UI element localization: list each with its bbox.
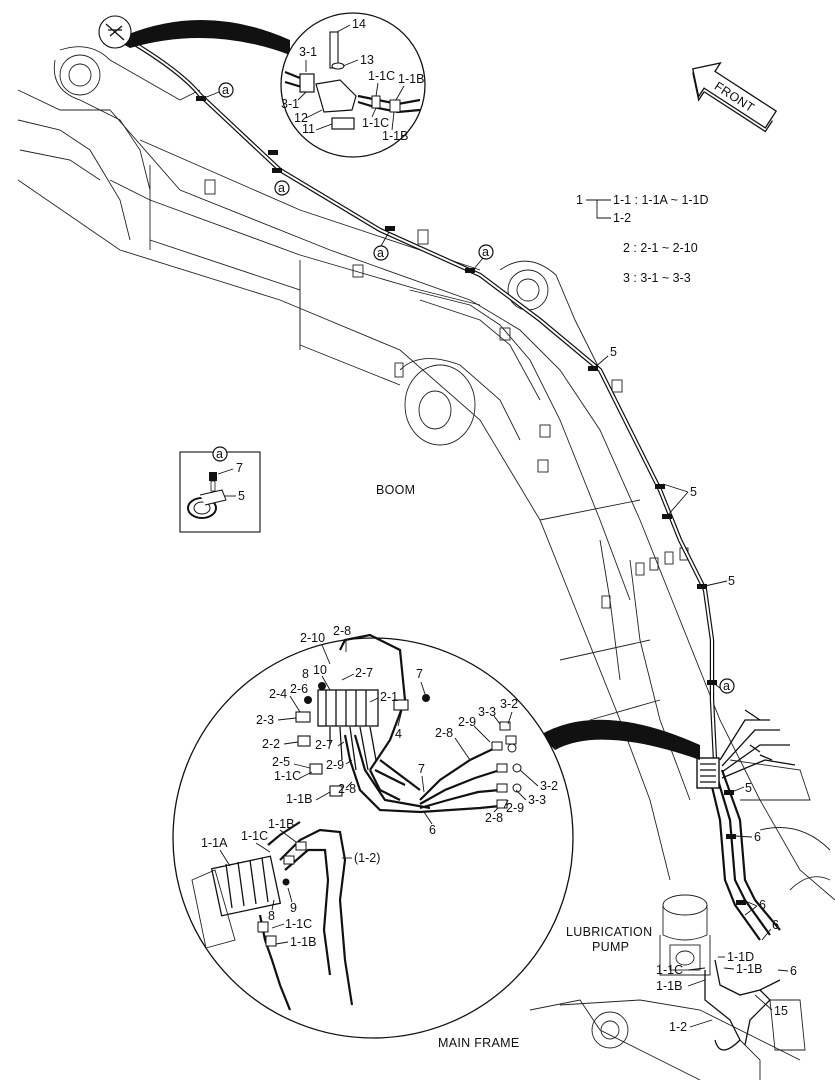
callout-label: 3-2	[500, 697, 518, 711]
callout-label: 2-9	[458, 715, 476, 729]
main-frame-label: MAIN FRAME	[438, 1036, 519, 1050]
callout-label: 1-1B	[398, 72, 424, 86]
callout-label: 7	[416, 667, 423, 681]
callout-label: PUMP	[592, 940, 629, 954]
parts-legend: 1 1-1 : 1-1A ~ 1-1D 1-2 2 : 2-1 ~ 2-10 3…	[576, 193, 709, 285]
callout-label: 3-2	[540, 779, 558, 793]
callout-label: 2-2	[262, 737, 280, 751]
callout-label: 1-1 : 1-1A ~ 1-1D	[613, 193, 709, 207]
callout-label: 1	[576, 193, 583, 207]
callout-label: 13	[360, 53, 374, 67]
callout-label: 5	[728, 574, 735, 588]
callout-label: 2 : 2-1 ~ 2-10	[623, 241, 698, 255]
callout-label: 2-7	[315, 738, 333, 752]
callout-label: 1-1C	[241, 829, 268, 843]
callout-label: 1-1B	[290, 935, 316, 949]
boom-detail-a-markers: a a a a a	[203, 82, 735, 694]
callout-label: 2-8	[435, 726, 453, 740]
callout-label: a	[216, 447, 223, 461]
callout-label: 8	[302, 667, 309, 681]
top-detail-view: 14 13 3-1 3-1 12 11 1-1C 1-1B 1-1C 1-1B	[98, 12, 426, 158]
callout-label: 2-4	[269, 687, 287, 701]
callout-label: 3-1	[281, 97, 299, 111]
boom-callouts: 5 5 5 5 6 6 6 6	[593, 345, 797, 978]
callout-label: 1-1B	[382, 129, 408, 143]
boom-label: BOOM	[376, 483, 415, 497]
callout-label: 2-6	[290, 682, 308, 696]
callout-label: 1-1C	[656, 963, 683, 977]
callout-label: 1-1B	[268, 817, 294, 831]
callout-label: 2-3	[256, 713, 274, 727]
callout-label: 1-1C	[362, 116, 389, 130]
callout-label: 7	[236, 461, 243, 475]
distribution-block	[696, 757, 720, 789]
callout-label: 1-1C	[274, 769, 301, 783]
callout-label: 2-9	[506, 801, 524, 815]
front-arrow: FRONT	[691, 62, 778, 133]
callout-label: 5	[745, 781, 752, 795]
callout-label: 2-9	[326, 758, 344, 772]
callout-label: LUBRICATION	[566, 925, 652, 939]
callout-label: 5	[238, 489, 245, 503]
callout-label: 5	[690, 485, 697, 499]
callout-label: 2-10	[300, 631, 325, 645]
callout-label: 5	[610, 345, 617, 359]
callout-label: 2-1	[380, 690, 398, 704]
callout-label: (1-2)	[354, 851, 380, 865]
callout-label: 2-7	[355, 666, 373, 680]
callout-label: 1-1D	[727, 950, 754, 964]
callout-label: a	[377, 246, 384, 260]
callout-label: 3-3	[528, 793, 546, 807]
callout-label: 6	[429, 823, 436, 837]
callout-label: 1-1C	[368, 69, 395, 83]
callout-label: 6	[759, 898, 766, 912]
callout-label: 3-3	[478, 705, 496, 719]
callout-label: 1-1B	[286, 792, 312, 806]
callout-label: a	[723, 679, 730, 693]
callout-label: a	[482, 245, 489, 259]
callout-label: 2-8	[338, 782, 356, 796]
callout-label: 8	[268, 909, 275, 923]
pump-callouts: LUBRICATION PUMP 1-1D 1-1C 1-1B 1-1B 15 …	[566, 925, 788, 1034]
callout-label: 12	[294, 111, 308, 125]
callout-label: 1-1A	[201, 836, 228, 850]
callout-label: 6	[790, 964, 797, 978]
callout-label: 1-2	[613, 211, 631, 225]
callout-label: a	[222, 83, 229, 97]
callout-label: 2-5	[272, 755, 290, 769]
callout-label: 14	[352, 17, 366, 31]
callout-label: 1-2	[669, 1020, 687, 1034]
callout-label: a	[278, 181, 285, 195]
main-hose-run	[118, 33, 796, 1051]
callout-label: 1-1C	[285, 917, 312, 931]
callout-label: 10	[313, 663, 327, 677]
distributor-detail-view: 2-10 2-8 8 10 2-7 7 2-4 2-6 2-1 2-3 4 2-…	[172, 624, 700, 1039]
callout-label: 6	[772, 918, 779, 932]
callout-label: 6	[754, 830, 761, 844]
callout-label: 15	[774, 1004, 788, 1018]
callout-label: 3-1	[299, 45, 317, 59]
callout-label: 1-1B	[736, 962, 762, 976]
callout-label: 2-8	[333, 624, 351, 638]
callout-label: 7	[418, 762, 425, 776]
clamp-detail-box: a 7 5	[179, 446, 261, 533]
callout-label: 4	[395, 727, 402, 741]
callout-label: 11	[302, 122, 315, 136]
callout-label: 2-8	[485, 811, 503, 825]
callout-label: 1-1B	[656, 979, 682, 993]
callout-label: 9	[290, 901, 297, 915]
boom-structure	[17, 46, 835, 1080]
callout-label: 3 : 3-1 ~ 3-3	[623, 271, 691, 285]
